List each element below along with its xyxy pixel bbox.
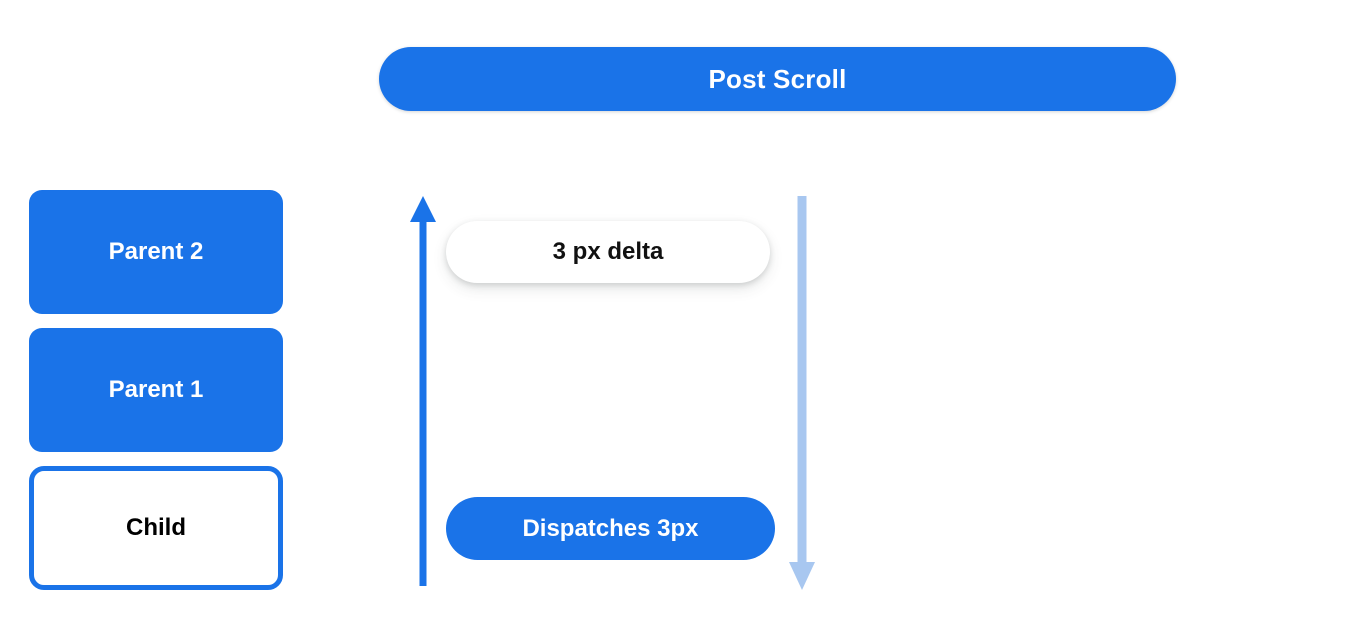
dispatch-annotation-label: Dispatches 3px [522, 514, 699, 542]
box-child-label: Child [126, 514, 186, 541]
box-parent-2-label: Parent 2 [108, 238, 204, 265]
box-parent-1[interactable]: Parent 1 [29, 328, 283, 452]
dispatch-annotation-pill: Dispatches 3px [446, 497, 775, 560]
box-parent-2[interactable]: Parent 2 [29, 190, 283, 314]
delta-annotation-label: 3 px delta [552, 238, 664, 265]
post-scroll-header[interactable]: Post Scroll [379, 47, 1176, 111]
box-parent-1-label: Parent 1 [108, 376, 204, 403]
delta-annotation-pill: 3 px delta [446, 221, 770, 283]
scroll-up-arrow-icon [410, 196, 436, 586]
element-stack: Parent 2 Parent 1 Child [29, 190, 283, 590]
scroll-down-arrow-icon [789, 196, 815, 590]
box-child[interactable]: Child [29, 466, 283, 590]
post-scroll-header-label: Post Scroll [708, 63, 847, 94]
